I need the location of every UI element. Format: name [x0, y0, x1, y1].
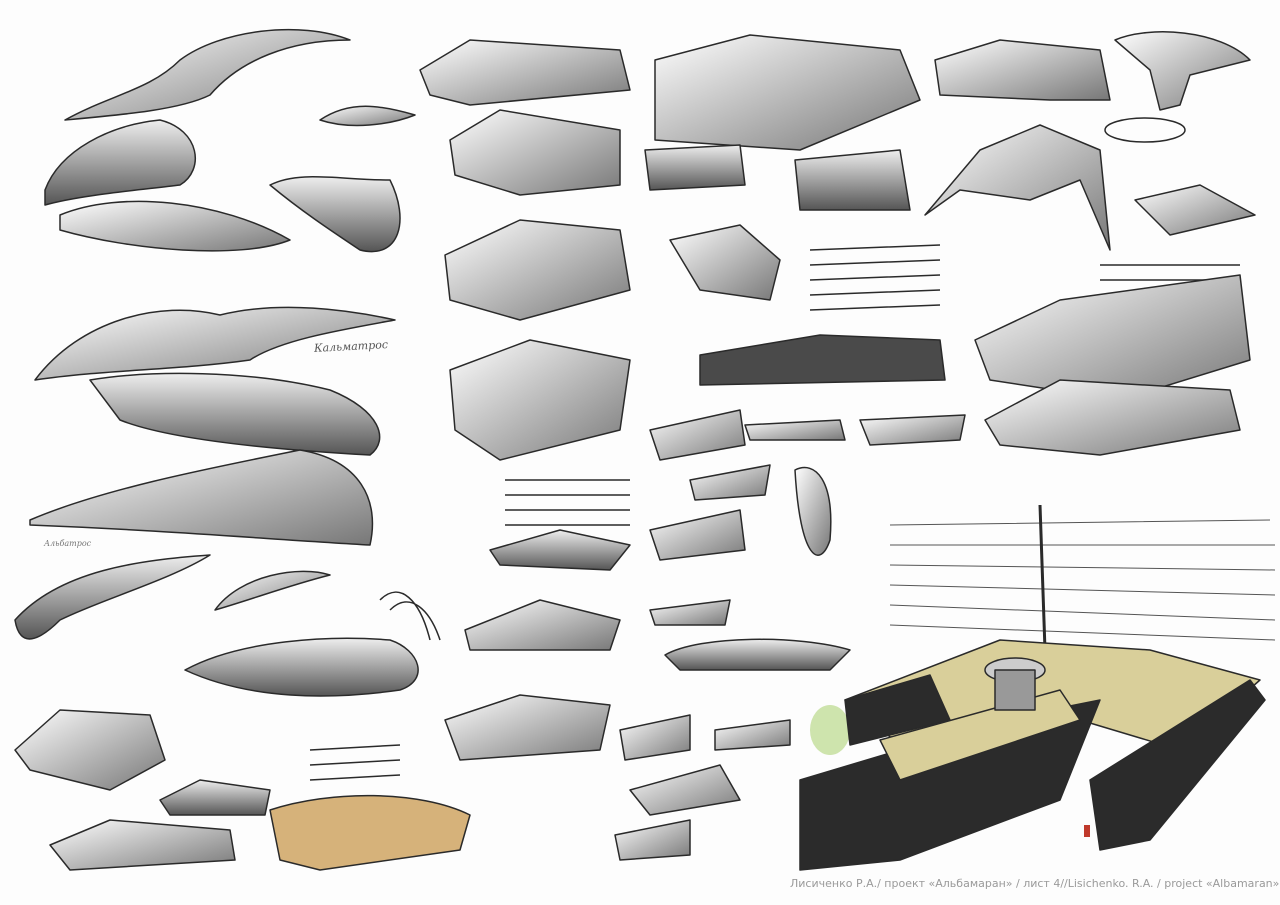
small-boat-sketches-bottom-left — [14, 709, 471, 871]
catamaran-sketches-column-2 — [419, 39, 631, 761]
albatross-sketches — [44, 28, 416, 253]
catamaran-sketches-column-3 — [614, 34, 966, 861]
sheet-caption: Лисиченко Р.А./ проект «Альбамаран» / ли… — [790, 877, 1280, 890]
catamaran-sketches-column-4 — [924, 31, 1256, 456]
squid-sketches — [14, 554, 441, 697]
rendered-catamaran — [799, 504, 1276, 871]
handwritten-label-albatros: Альбатрос — [44, 539, 92, 548]
albatross-hybrid-sketches — [29, 306, 396, 546]
